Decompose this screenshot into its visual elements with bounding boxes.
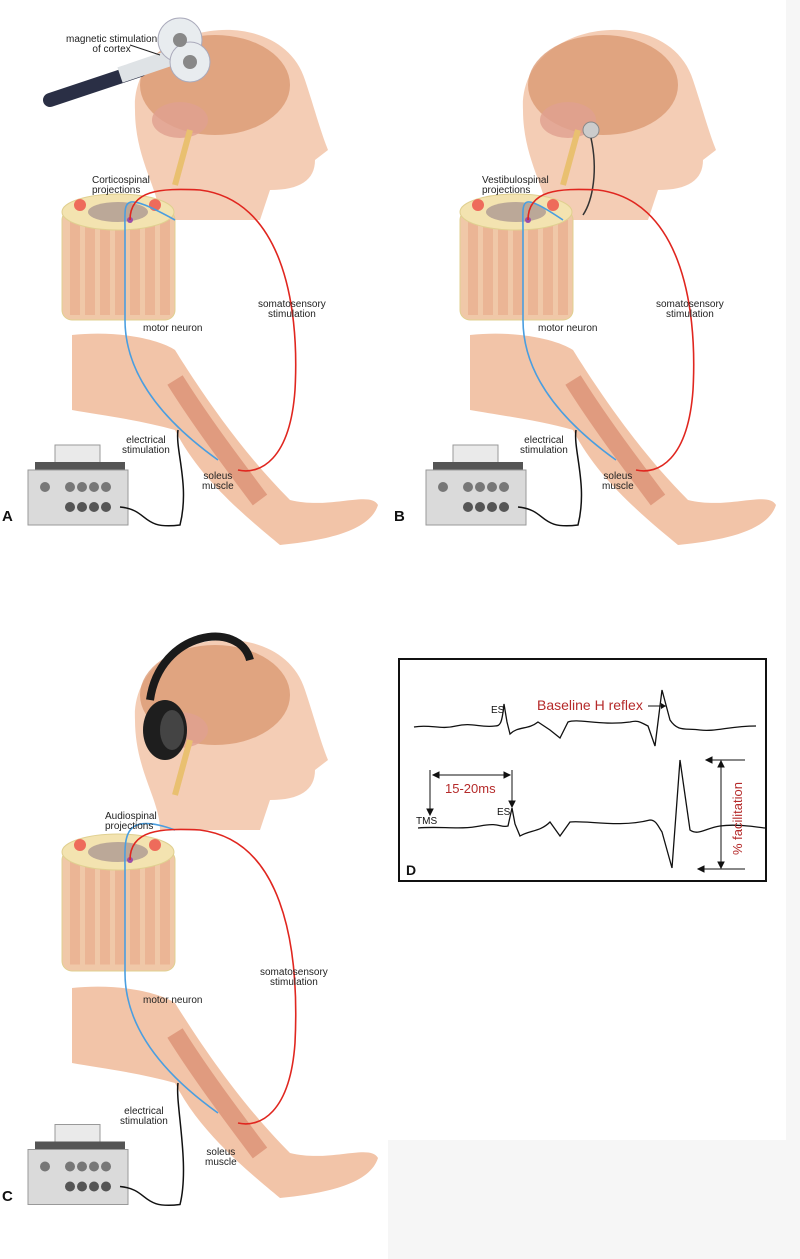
stimulator-device-icon xyxy=(27,444,129,526)
conditioned-trace xyxy=(417,759,765,869)
leg-illustration xyxy=(470,333,776,545)
es-label-bottom: ES xyxy=(497,807,511,818)
baseline-h-reflex-label: Baseline H reflex xyxy=(537,697,643,713)
panel-letter: A xyxy=(2,508,13,525)
motor-neuron-label: motor neuron xyxy=(143,995,203,1006)
tms-label: TMS xyxy=(416,816,437,827)
head-illustration xyxy=(522,29,716,220)
panel-letter: B xyxy=(394,508,405,525)
spinal-cord-cross-section xyxy=(61,193,176,321)
facilitation-label: % facilitation xyxy=(730,782,745,855)
baseline-trace xyxy=(413,689,757,747)
motor-neuron-path xyxy=(522,201,617,461)
facilitation-arrows xyxy=(696,756,745,873)
head-illustration xyxy=(134,639,328,830)
motor-neuron-path xyxy=(124,822,219,1114)
interval-label: 15-20ms xyxy=(445,781,496,796)
stimulator-device-icon xyxy=(425,444,527,526)
illustration-vestibular xyxy=(425,29,776,545)
electrode-icon xyxy=(582,121,600,216)
leg-illustration xyxy=(72,986,378,1198)
somatosensory-path xyxy=(129,188,297,472)
headphones-icon xyxy=(143,632,254,760)
spinal-cord-cross-section xyxy=(459,193,574,321)
es-label-top: ES xyxy=(491,705,505,716)
somatosensory-path xyxy=(527,188,695,472)
panel-d-h-reflex-traces: ES Baseline H reflex 15-20ms TMS ES % fa… xyxy=(398,658,767,882)
illustration-audio xyxy=(27,632,378,1207)
page-margin xyxy=(388,1140,800,1259)
spinal-cord-cross-section xyxy=(61,833,176,972)
leg-illustration xyxy=(72,333,378,545)
panel-letter: D xyxy=(406,862,416,878)
interval-arrow xyxy=(426,770,516,817)
page-margin xyxy=(786,0,800,1140)
motor-neuron-label: motor neuron xyxy=(143,323,203,334)
tms-coil-icon xyxy=(43,17,211,107)
emg-traces: ES Baseline H reflex 15-20ms TMS ES % fa… xyxy=(406,689,765,878)
electrode-cable xyxy=(119,1082,185,1207)
stimulator-device-icon xyxy=(27,1124,129,1205)
motor-neuron-label: motor neuron xyxy=(538,323,598,334)
panel-letter: C xyxy=(2,1188,13,1205)
electrode-cable xyxy=(517,429,583,527)
illustration-tms xyxy=(27,17,378,545)
somatosensory-path xyxy=(129,828,297,1125)
electrode-cable xyxy=(119,429,185,527)
